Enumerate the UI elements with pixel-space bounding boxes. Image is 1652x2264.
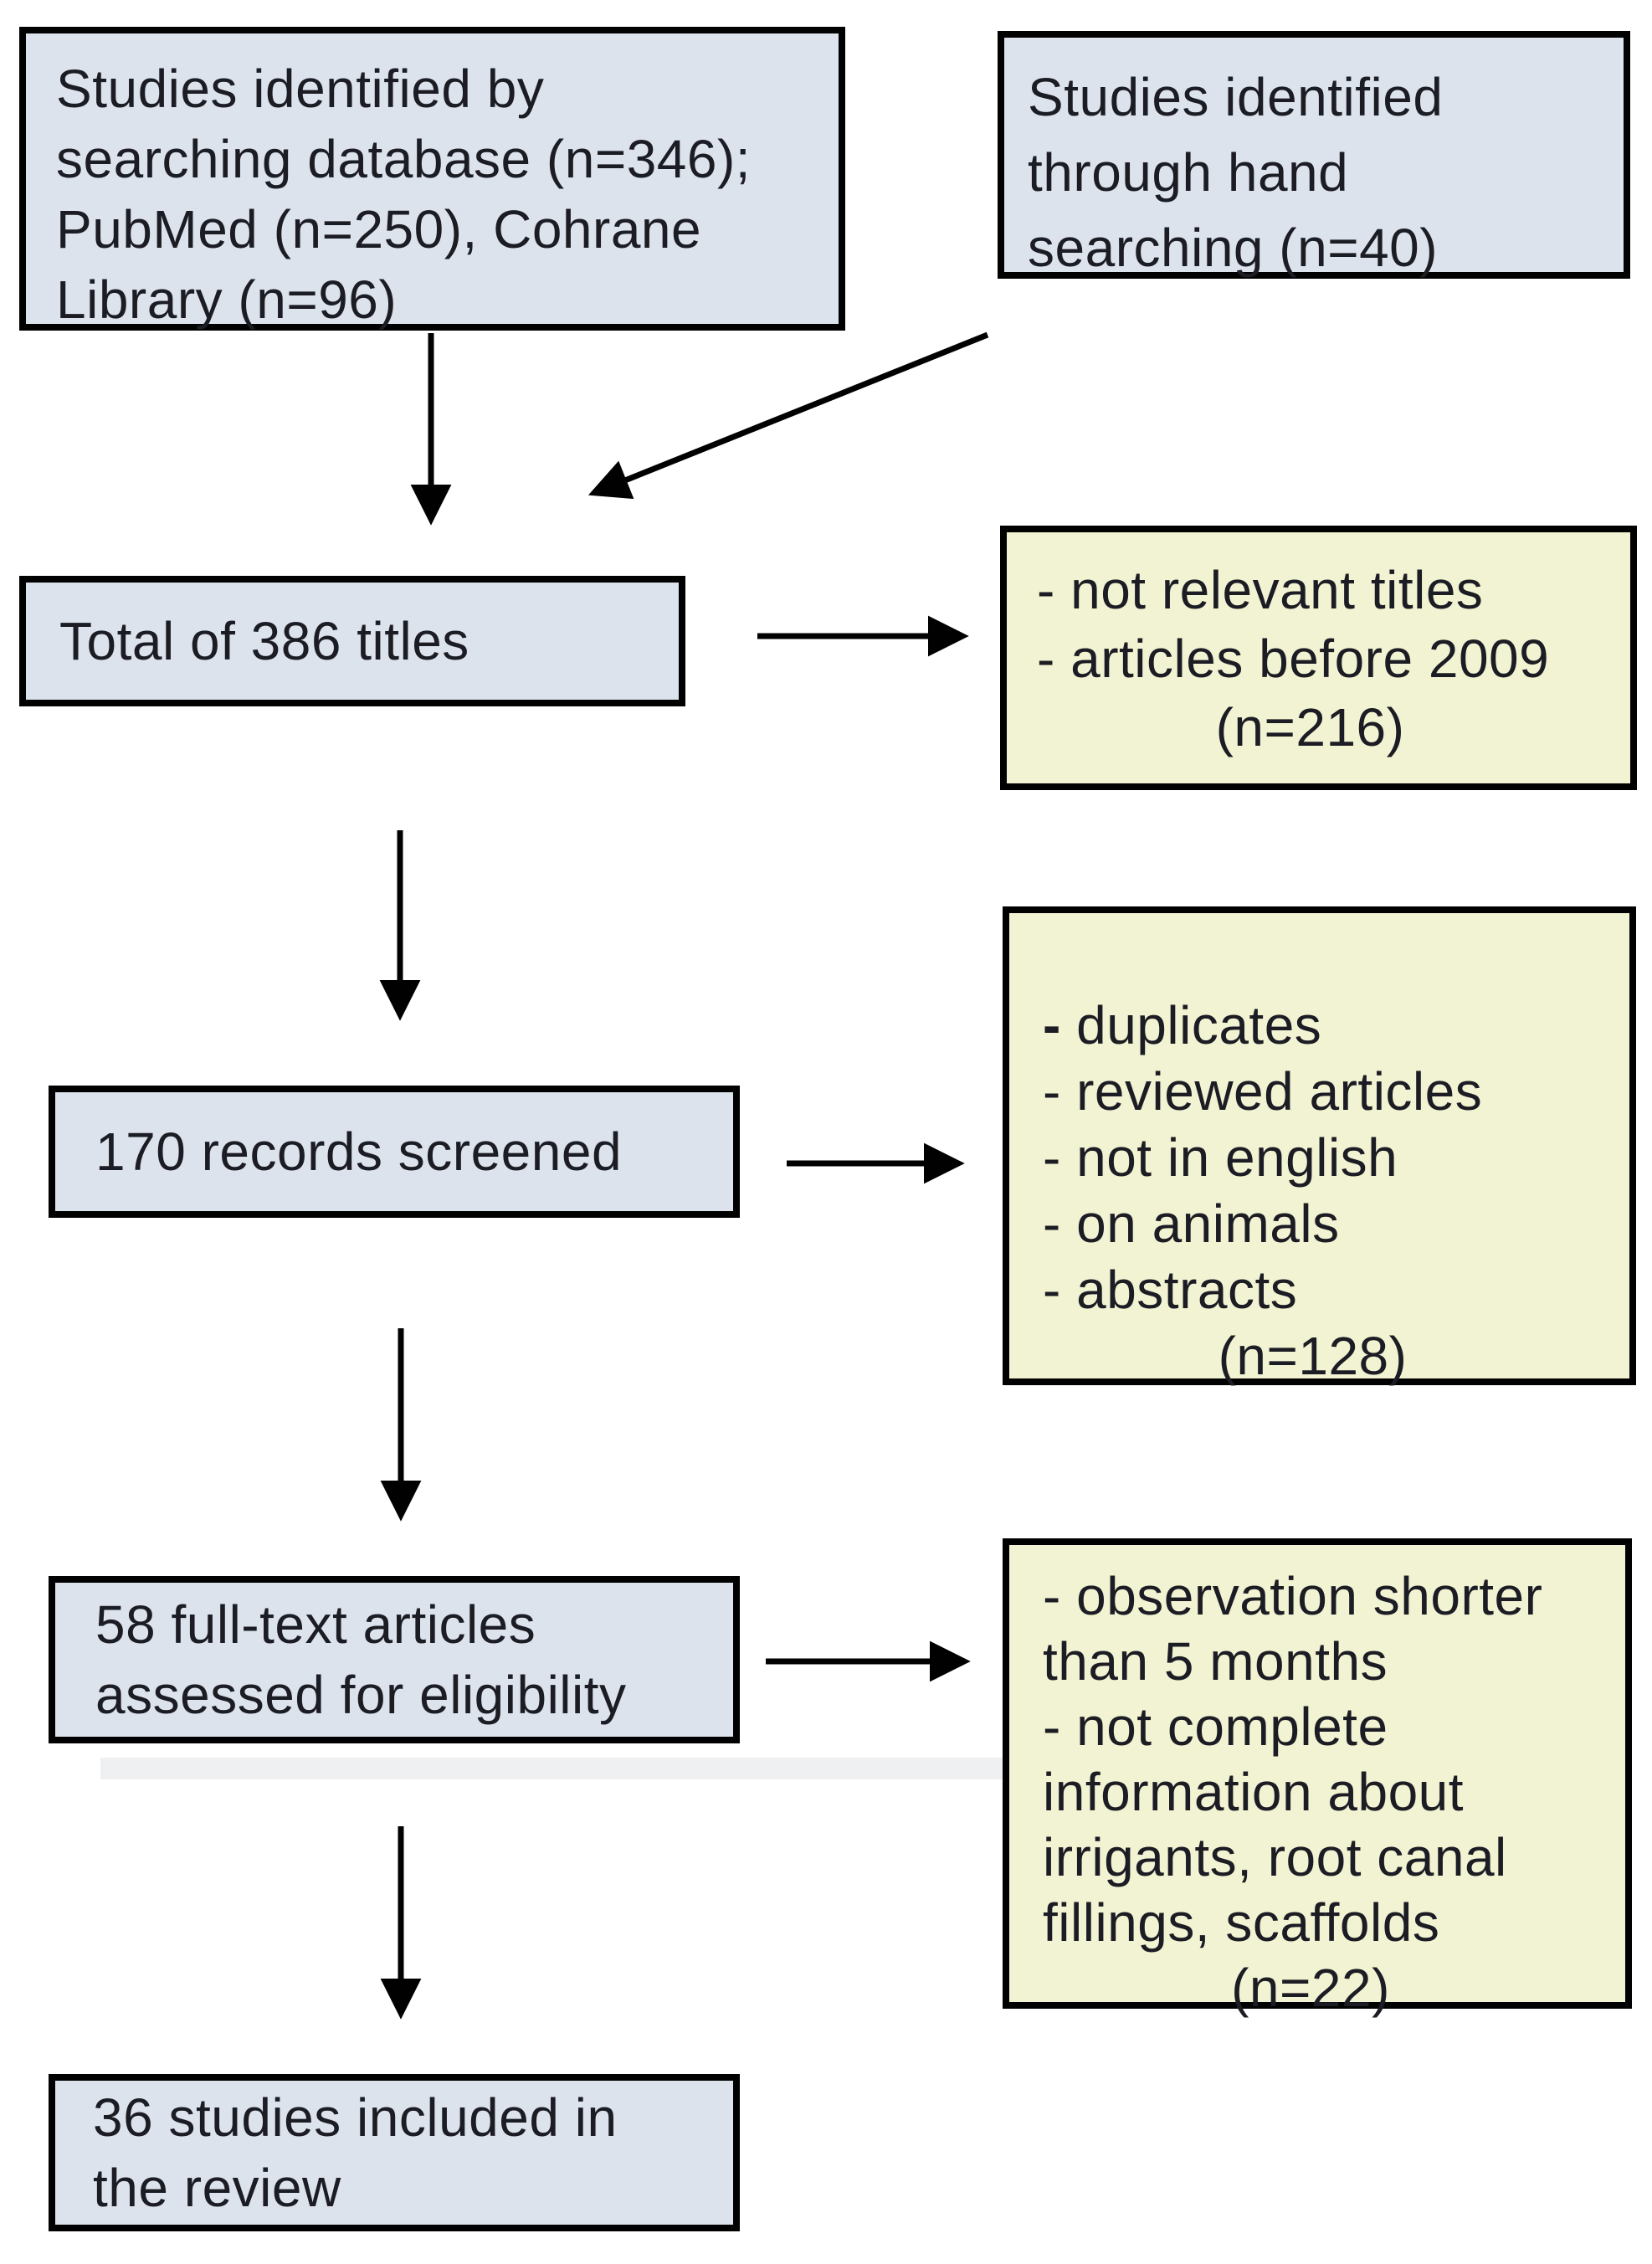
arrow-hand-to-total xyxy=(587,331,989,500)
box-fulltext-assessed: 58 full-text articles assessed for eligi… xyxy=(49,1576,740,1743)
box-excluded-screening: - duplicates - reviewed articles - not i… xyxy=(1003,906,1636,1386)
exclusion-reason: - duplicates xyxy=(1043,995,1322,1055)
box-excluded-titles: - not relevant titles - articles before … xyxy=(1000,526,1637,790)
exclusion-reason: - articles before 2009 xyxy=(1037,629,1550,689)
box-line: Library (n=96) xyxy=(56,270,398,330)
exclusion-reason: - observation shorter xyxy=(1043,1566,1543,1626)
box-line: PubMed (n=250), Cohrane xyxy=(56,199,702,259)
box-records-screened: 170 records screened xyxy=(49,1086,740,1218)
box-database-search: Studies identified by searching database… xyxy=(19,27,845,331)
box-line: Total of 386 titles xyxy=(59,611,469,671)
box-line: searching database (n=346); xyxy=(56,129,752,189)
box-total-titles: Total of 386 titles xyxy=(19,576,685,706)
box-line: Studies identified xyxy=(1028,67,1444,127)
box-line: through hand xyxy=(1028,142,1349,203)
exclusion-reason: - on animals xyxy=(1043,1194,1340,1254)
exclusion-reason: - not in english xyxy=(1043,1127,1398,1188)
exclusion-reason: irrigants, root canal xyxy=(1043,1827,1507,1887)
exclusion-reason: information about xyxy=(1043,1762,1465,1822)
exclusion-count: (n=22) xyxy=(1231,1958,1390,2018)
box-hand-search: Studies identified through hand searchin… xyxy=(998,31,1630,279)
box-line: 36 studies included in xyxy=(93,2087,618,2148)
exclusion-reason: than 5 months xyxy=(1043,1631,1388,1692)
box-studies-included: 36 studies included in the review xyxy=(49,2074,740,2231)
exclusion-count: (n=128) xyxy=(1218,1326,1408,1386)
exclusion-reason: - not relevant titles xyxy=(1037,560,1484,620)
exclusion-reason: fillings, scaffolds xyxy=(1043,1892,1440,1953)
exclusion-count: (n=216) xyxy=(1215,697,1405,757)
box-line: Studies identified by xyxy=(56,59,545,119)
box-excluded-eligibility: - observation shorter than 5 months - no… xyxy=(1003,1538,1632,2018)
box-line: 170 records screened xyxy=(95,1122,623,1182)
box-line: searching (n=40) xyxy=(1028,218,1439,278)
exclusion-reason: - abstracts xyxy=(1043,1260,1298,1320)
exclusion-reason: - reviewed articles xyxy=(1043,1061,1483,1122)
exclusion-reason: - not complete xyxy=(1043,1697,1388,1757)
box-line: 58 full-text articles xyxy=(95,1594,536,1655)
box-line: the review xyxy=(93,2158,341,2218)
box-line: assessed for eligibility xyxy=(95,1665,627,1725)
